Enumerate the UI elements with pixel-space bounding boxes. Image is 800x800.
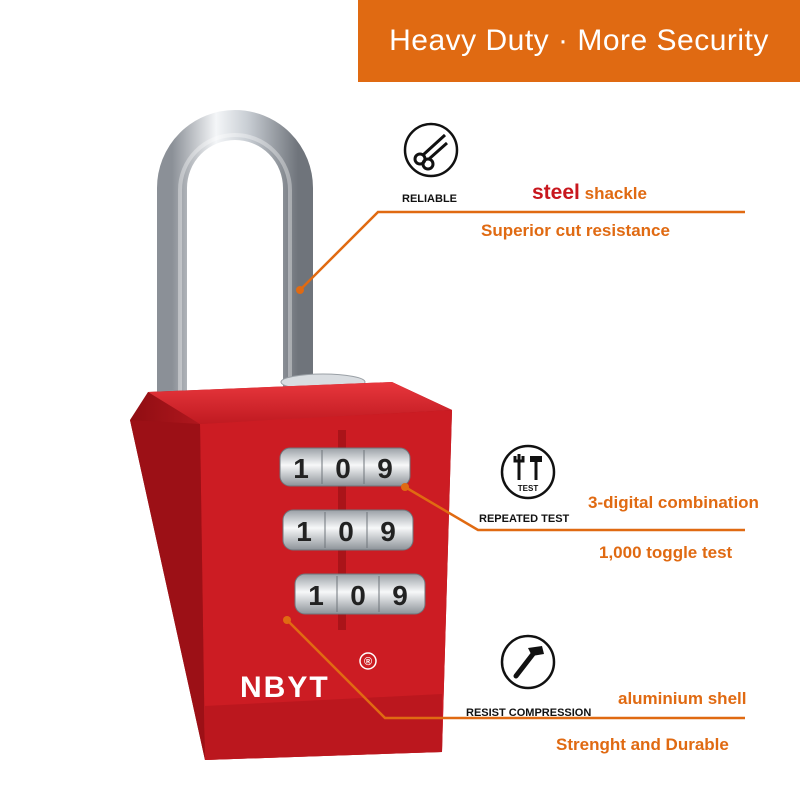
- combination-dials: 1 0 9 1 0 9 1 0 9: [279, 447, 426, 615]
- feature-headline-combination: 3-digital combination: [588, 493, 759, 512]
- dial-digit: 0: [350, 580, 366, 611]
- dial-digit: 1: [296, 516, 312, 547]
- feature-label-reliable: RELIABLE: [402, 193, 457, 205]
- dial-digit: 0: [335, 453, 351, 484]
- feature-headline-shackle: steel shackle: [532, 181, 647, 205]
- test-icon-text: TEST: [518, 484, 539, 493]
- callout-dot: [401, 483, 409, 491]
- feature-headline-aluminium: aluminium shell: [618, 689, 747, 708]
- steel-shackle: [157, 110, 366, 392]
- callout-dot: [283, 616, 291, 624]
- banner-title: Heavy Duty · More Security: [358, 0, 800, 82]
- callout-lines: [286, 210, 745, 720]
- tools-test-icon: TEST: [500, 444, 556, 500]
- dial-digit: 1: [293, 453, 309, 484]
- dial-row-2: [282, 509, 414, 551]
- callout-dot: [296, 286, 304, 294]
- feature-label-resist-compression: RESIST COMPRESSION: [466, 707, 592, 719]
- dial-digit: 1: [308, 580, 324, 611]
- shackle-text: shackle: [584, 184, 647, 203]
- dial-digit: 9: [380, 516, 396, 547]
- dial-digit: 9: [392, 580, 408, 611]
- registered-mark: ®: [364, 656, 372, 668]
- dial-row-3: [294, 573, 426, 615]
- dial-digit: 9: [377, 453, 393, 484]
- dial-row-1: [279, 447, 411, 487]
- brand-logo: NBYT: [240, 671, 330, 704]
- dial-digit: 0: [338, 516, 354, 547]
- feature-label-repeated-test: REPEATED TEST: [479, 513, 570, 525]
- feature-detail-durable: Strenght and Durable: [556, 735, 729, 754]
- feature-detail-toggle-test: 1,000 toggle test: [599, 543, 733, 562]
- scissors-icon: [403, 122, 459, 178]
- hammer-icon: [500, 634, 556, 690]
- feature-detail-cut-resistance: Superior cut resistance: [481, 221, 670, 240]
- steel-highlight: steel: [532, 181, 580, 204]
